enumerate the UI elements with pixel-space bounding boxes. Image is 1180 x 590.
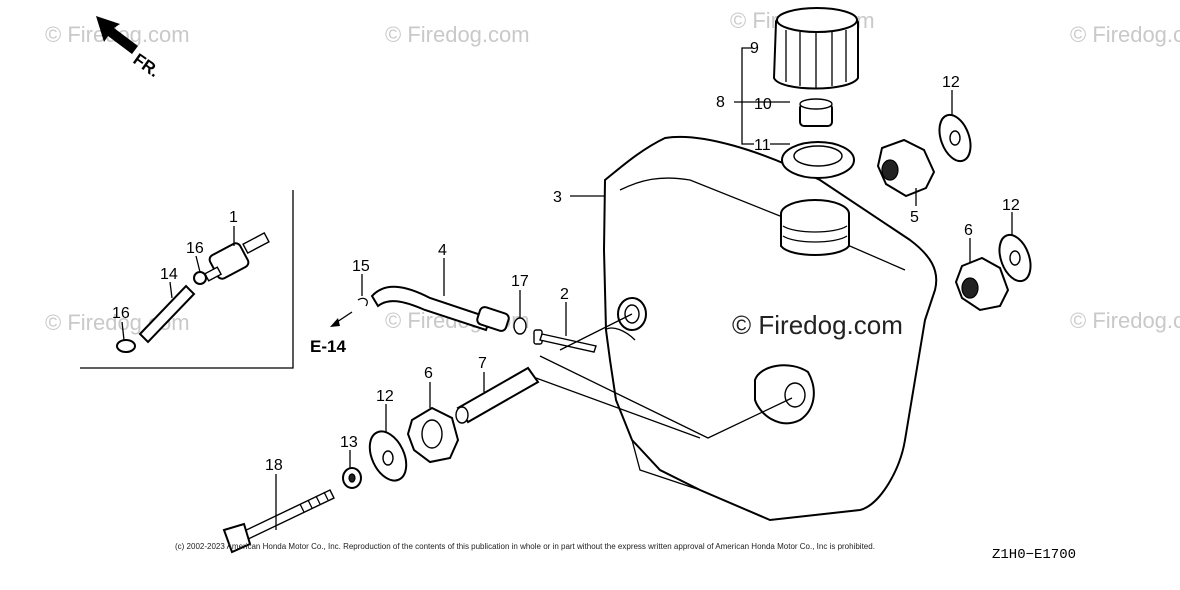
callout-9: 9 bbox=[750, 40, 759, 57]
mount-bolt bbox=[237, 489, 335, 543]
callout-numbers: 1 16 14 16 15 4 17 2 3 7 6 12 13 18 9 8 … bbox=[112, 40, 1020, 474]
callout-14: 14 bbox=[160, 266, 178, 283]
callout-16: 16 bbox=[112, 305, 130, 322]
callout-17: 17 bbox=[511, 273, 529, 290]
callout-15: 15 bbox=[352, 258, 370, 275]
fuel-tube bbox=[138, 284, 196, 344]
callout-6: 6 bbox=[424, 365, 433, 382]
mount-collar bbox=[456, 366, 540, 424]
watermark: © Firedog.com bbox=[1070, 308, 1180, 333]
fuel-filter-subassembly bbox=[80, 190, 294, 369]
callout-10: 10 bbox=[754, 96, 772, 113]
reference-label: E-14 bbox=[310, 337, 346, 356]
callout-6: 6 bbox=[964, 222, 973, 239]
small-clip bbox=[357, 297, 368, 307]
breather-tube-assembly bbox=[330, 285, 527, 335]
callout-8: 8 bbox=[716, 94, 725, 111]
tube-clip bbox=[513, 317, 527, 335]
callout-13: 13 bbox=[340, 434, 358, 451]
watermark: © Firedog.com bbox=[385, 22, 530, 47]
callout-11: 11 bbox=[754, 137, 771, 154]
watermark: © Firedog.com bbox=[1070, 22, 1180, 47]
tube-clip bbox=[116, 339, 136, 353]
callout-7: 7 bbox=[478, 355, 487, 372]
mount-rubber bbox=[876, 138, 936, 198]
watermark: © Firedog.com bbox=[732, 310, 903, 340]
callout-12: 12 bbox=[1002, 197, 1020, 214]
callout-1: 1 bbox=[229, 209, 238, 226]
callout-4: 4 bbox=[438, 242, 447, 259]
fuel-tank: © Firedog.com bbox=[539, 135, 938, 522]
callout-16: 16 bbox=[186, 240, 204, 257]
callout-12: 12 bbox=[942, 74, 960, 91]
tank-mount-rubbers-right bbox=[876, 113, 1032, 312]
tank-bolt bbox=[533, 329, 597, 353]
callout-2: 2 bbox=[560, 286, 569, 303]
callout-5: 5 bbox=[910, 209, 919, 226]
callout-3: 3 bbox=[553, 189, 562, 206]
tube-clip bbox=[193, 271, 207, 285]
copyright-notice: (c) 2002-2023 American Honda Motor Co., … bbox=[175, 542, 875, 551]
diagram-code: Z1H0−E1700 bbox=[992, 547, 1076, 563]
direction-arrow-icon bbox=[96, 16, 138, 54]
filler-cap-assembly bbox=[772, 7, 859, 179]
tank-mount-stack-lower bbox=[222, 366, 701, 554]
direction-label: FR. bbox=[130, 50, 163, 81]
callout-12: 12 bbox=[376, 388, 394, 405]
callout-18: 18 bbox=[265, 457, 283, 474]
leader-lines bbox=[121, 90, 1013, 530]
